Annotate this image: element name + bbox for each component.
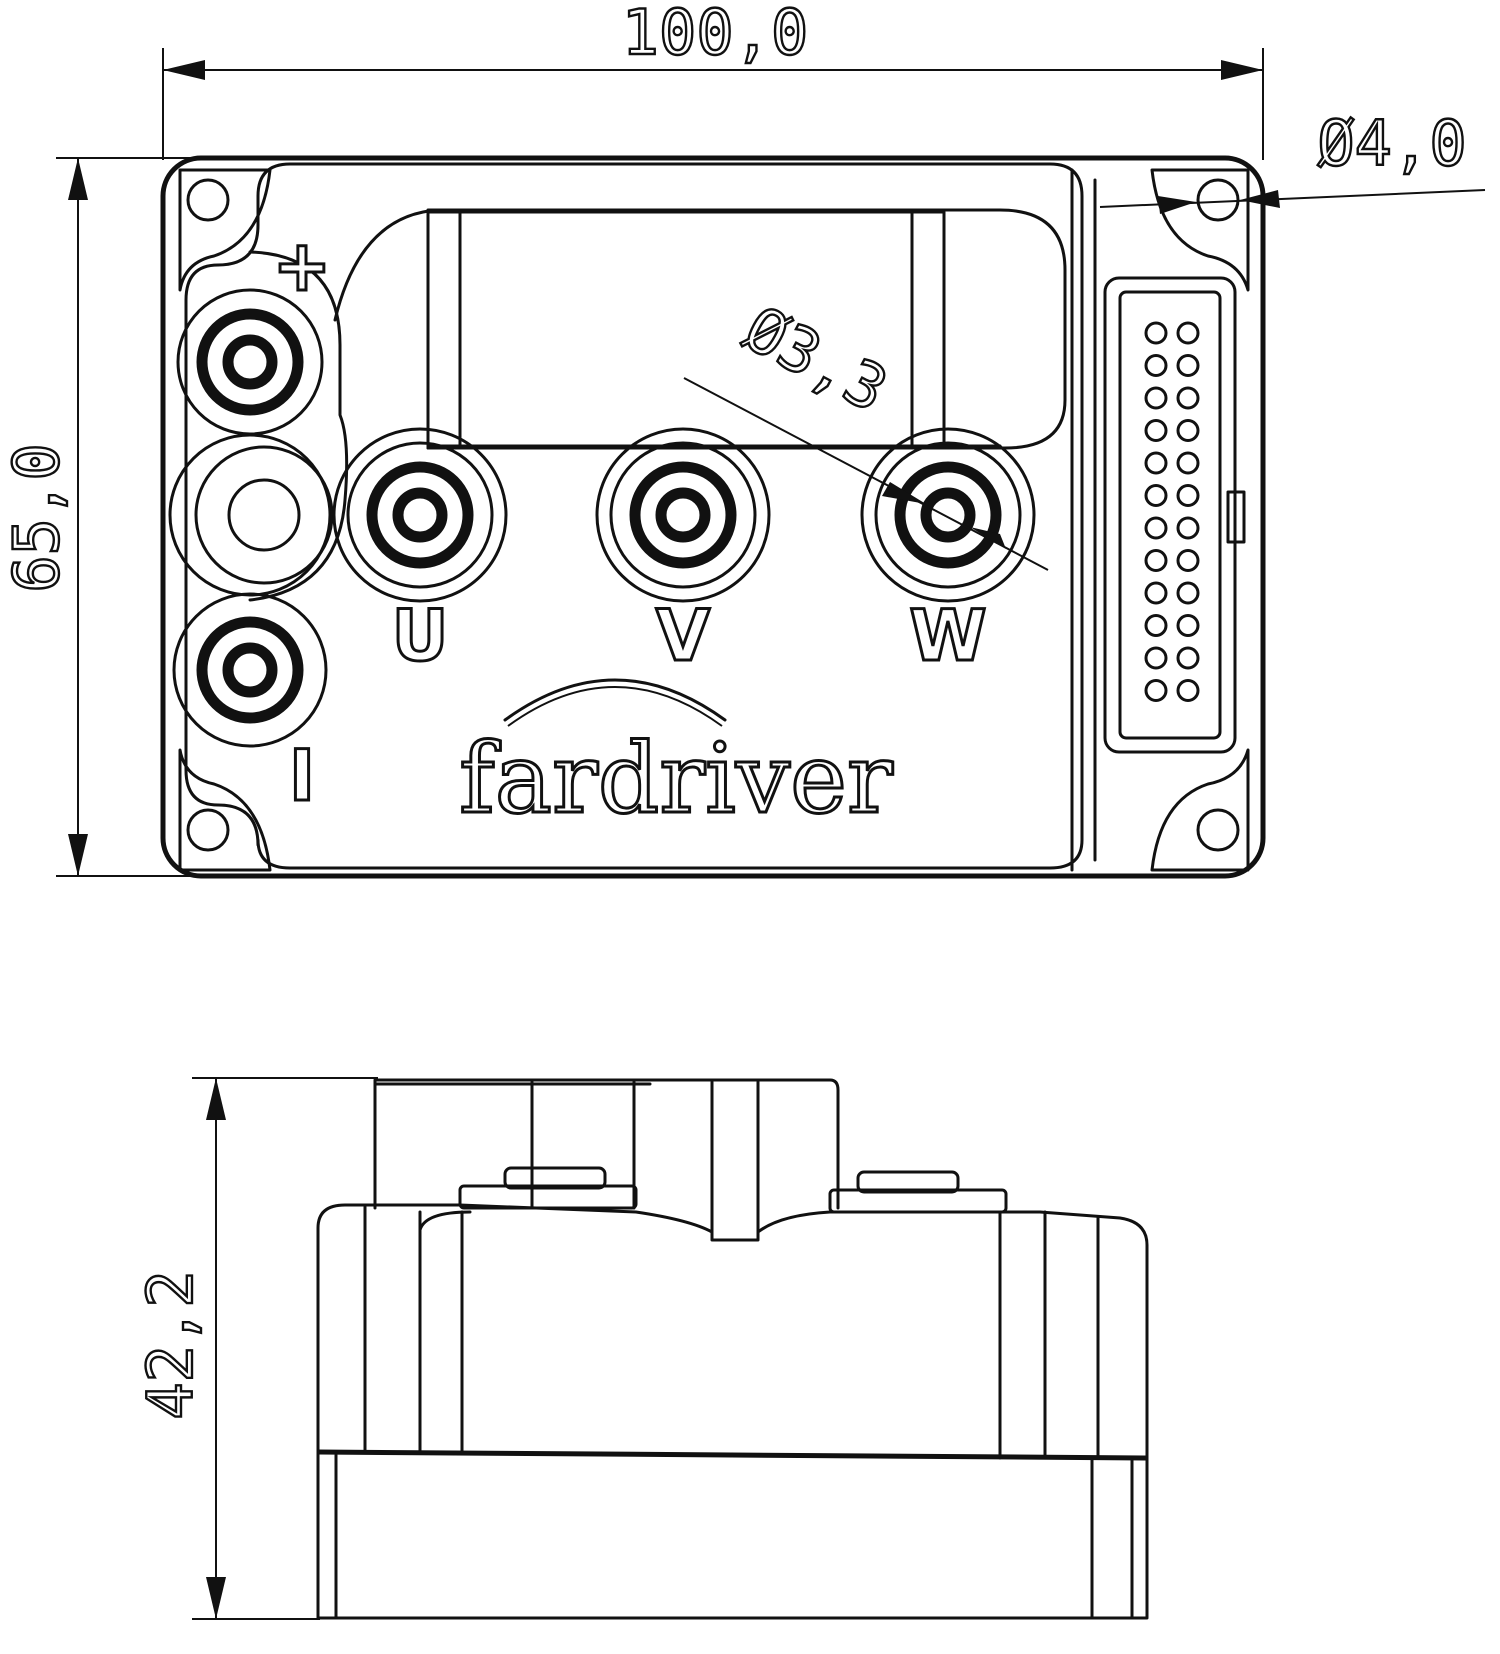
terminal-u xyxy=(332,427,508,603)
connector-inner xyxy=(1118,290,1222,740)
ear-bottom-left xyxy=(178,748,272,872)
connector-pin xyxy=(1176,354,1200,377)
connector-pin xyxy=(1144,549,1168,572)
connector-pin xyxy=(1176,549,1200,572)
connector-pin xyxy=(1144,451,1168,475)
housing-outline xyxy=(160,155,1266,879)
mount-hole-top-right xyxy=(1196,178,1240,222)
top-view: + I U V W fardriver 100,0 65,0 xyxy=(0,0,1486,879)
terminal-blank xyxy=(168,433,334,597)
connector-pin xyxy=(1176,516,1200,540)
connector-pin xyxy=(1176,614,1200,637)
label-v: V xyxy=(656,595,710,677)
dim-mount-hole: Ø4,0 xyxy=(1099,106,1486,214)
connector-pin xyxy=(1144,386,1168,410)
terminal-w xyxy=(860,427,1036,603)
connector-pin xyxy=(1144,679,1168,702)
dim-depth: 42,2 xyxy=(133,1077,378,1620)
side-main-body xyxy=(316,1203,1149,1460)
dim-terminal-hole-text: Ø3,3 xyxy=(733,292,899,427)
dim-depth-text: 42,2 xyxy=(134,1270,207,1419)
label-w: W xyxy=(909,595,986,677)
connector-pin xyxy=(1176,386,1200,410)
dim-width: 100,0 xyxy=(162,0,1264,160)
terminal-v xyxy=(595,427,771,603)
terminal-negative xyxy=(172,592,328,748)
connector-pin xyxy=(1144,484,1168,507)
left-terminal-column xyxy=(248,250,349,602)
dim-width-text: 100,0 xyxy=(622,0,809,69)
dim-mount-hole-text: Ø4,0 xyxy=(1317,107,1466,180)
brand-arc xyxy=(503,678,727,722)
mount-hole-bottom-left xyxy=(186,808,230,852)
mount-hole-bottom-right xyxy=(1196,808,1240,852)
connector-pin xyxy=(1176,419,1200,442)
ear-bottom-right xyxy=(1150,748,1250,872)
raised-cover xyxy=(426,208,1067,450)
terminal-positive xyxy=(176,288,324,436)
side-seam xyxy=(317,1449,1148,1461)
side-view: 42,2 xyxy=(133,1077,1149,1620)
dim-height-text: 65,0 xyxy=(0,443,73,592)
connector-pin xyxy=(1144,354,1168,377)
connector-pin xyxy=(1176,646,1200,670)
label-negative: I xyxy=(289,735,315,817)
label-positive: + xyxy=(273,225,332,307)
connector-pin xyxy=(1144,581,1168,605)
connector-pin xyxy=(1176,581,1200,605)
connector-pin xyxy=(1176,321,1200,345)
dim-height: 65,0 xyxy=(0,157,270,877)
cover-bar-right xyxy=(910,210,946,450)
mount-hole-top-left xyxy=(186,178,230,222)
connector-pin xyxy=(1144,516,1168,540)
connector-pin xyxy=(1176,679,1200,702)
side-top-block xyxy=(373,1078,840,1210)
connector-pin xyxy=(1176,451,1200,475)
connector-pins xyxy=(1144,321,1200,702)
housing-inner-outline xyxy=(184,162,1084,870)
cover-top-panel xyxy=(458,210,914,450)
connector-pin xyxy=(1144,419,1168,442)
connector-bay xyxy=(1070,168,1097,872)
connector-pin xyxy=(1144,646,1168,670)
side-base xyxy=(316,1450,1149,1620)
ear-top-right xyxy=(1150,168,1250,292)
connector-tab xyxy=(1226,490,1246,544)
brand-arc-inner xyxy=(507,686,723,727)
cover-bar-left xyxy=(426,210,462,450)
connector-pin xyxy=(1176,484,1200,507)
raised-cover-left-arc xyxy=(333,208,440,322)
connector-body xyxy=(1103,276,1237,754)
connector-pin xyxy=(1144,614,1168,637)
brand-logo: fardriver xyxy=(459,723,893,835)
connector-pin xyxy=(1144,321,1168,345)
ear-top-left xyxy=(178,168,272,292)
label-u: U xyxy=(392,595,449,677)
